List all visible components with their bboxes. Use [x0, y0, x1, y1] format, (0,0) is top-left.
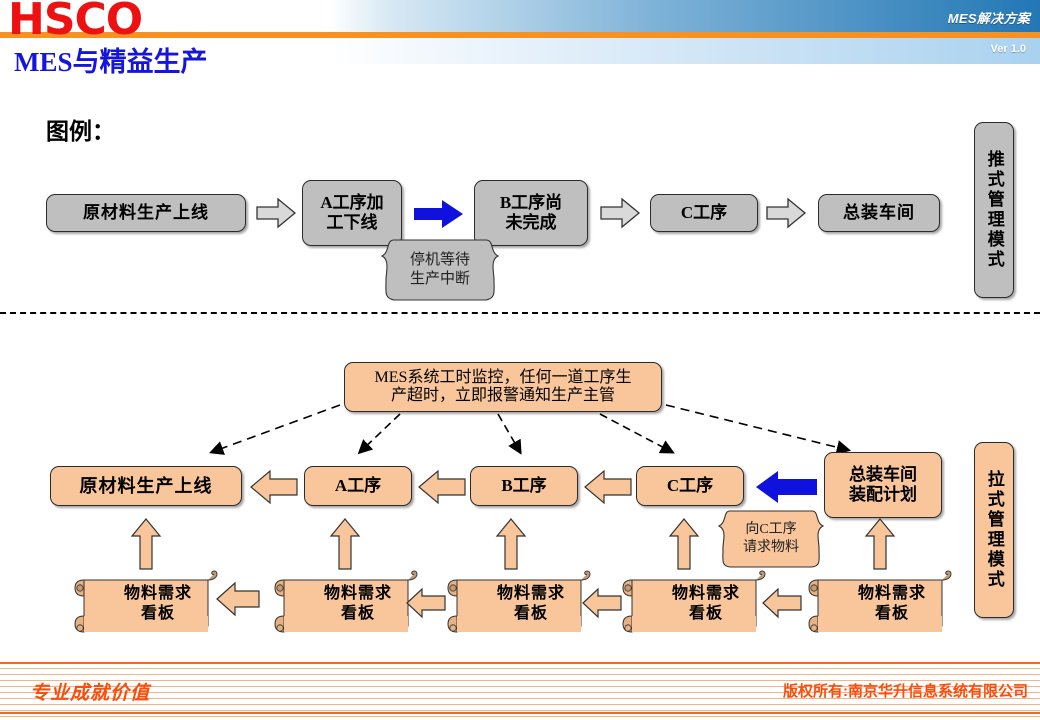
- pull-mes-monitor-note: MES系统工时监控，任何一道工序生 产超时，立即报警通知生产主管: [344, 362, 662, 412]
- pull-up-arrow-3-icon: [495, 518, 527, 570]
- header-solution-label: MES解决方案: [947, 11, 1030, 26]
- pull-mode-side-label-text: 拉式管理模式: [984, 470, 1004, 590]
- pull-box-process-c: C工序: [636, 466, 744, 506]
- pull-arrow-3-icon: [584, 469, 632, 505]
- footer-slogan: 专业成就价值: [30, 683, 151, 704]
- pull-box-process-b: B工序: [470, 466, 578, 506]
- push-box-label: C工序: [680, 203, 728, 223]
- push-box-label: 原材料生产上线: [83, 203, 209, 223]
- push-box-assembly-shop: 总装车间: [818, 194, 940, 232]
- kanban-card-label: 物料需求 看板: [123, 585, 192, 622]
- push-box-label: A工序加 工下线: [320, 193, 384, 232]
- kanban-card-5: 物料需求 看板: [806, 570, 954, 643]
- pull-up-arrow-2-icon: [329, 518, 361, 570]
- kanban-card-label: 物料需求 看板: [323, 585, 392, 622]
- footer-bottom-rule: [0, 712, 1040, 714]
- push-box-label: 总装车间: [843, 203, 915, 223]
- pull-request-note: 向C工序 请求物料: [716, 506, 826, 577]
- push-mode-side-label: 推式管理模式: [974, 122, 1014, 298]
- pull-box-label: 总装车间 装配计划: [849, 465, 917, 504]
- pull-box-label: B工序: [501, 476, 547, 496]
- pull-mode-side-label: 拉式管理模式: [974, 442, 1014, 618]
- kanban-arrow-3-icon: [582, 587, 622, 619]
- push-box-process-a: A工序加 工下线: [302, 180, 402, 246]
- push-mode-side-label-text: 推式管理模式: [984, 150, 1004, 270]
- pull-arrow-2-icon: [418, 469, 466, 505]
- push-box-raw-material: 原材料生产上线: [46, 194, 246, 232]
- pull-box-label: A工序: [334, 476, 382, 496]
- kanban-card-label: 物料需求 看板: [857, 585, 926, 622]
- kanban-card-2: 物料需求 看板: [272, 570, 420, 643]
- kanban-card-4: 物料需求 看板: [620, 570, 768, 643]
- pull-request-note-text: 向C工序 请求物料: [743, 521, 799, 555]
- footer-copyright: 版权所有:南京华升信息系统有限公司: [783, 683, 1028, 700]
- pull-box-label: C工序: [666, 476, 714, 496]
- footer-top-rule: [0, 662, 1040, 664]
- section-divider: [0, 312, 1040, 314]
- pull-up-arrow-1-icon: [130, 518, 162, 570]
- push-arrow-4-icon: [766, 197, 807, 229]
- push-box-label: B工序尚 未完成: [499, 193, 563, 232]
- kanban-arrow-1-icon: [216, 581, 260, 617]
- push-box-process-c: C工序: [650, 194, 758, 232]
- kanban-card-1: 物料需求 看板: [72, 570, 220, 643]
- kanban-card-3: 物料需求 看板: [445, 570, 593, 643]
- footer-bar: 专业成就价值 版权所有:南京华升信息系统有限公司: [0, 662, 1040, 720]
- push-stop-note: 停机等待 生产中断: [378, 234, 502, 311]
- kanban-card-label: 物料需求 看板: [671, 585, 740, 622]
- pull-box-process-a: A工序: [304, 466, 412, 506]
- push-arrow-blue-icon: [414, 200, 464, 228]
- kanban-arrow-2-icon: [406, 587, 446, 619]
- pull-up-arrow-4-icon: [668, 518, 700, 570]
- kanban-arrow-4-icon: [762, 587, 802, 619]
- pull-box-raw-material: 原材料生产上线: [50, 466, 242, 506]
- page-title: MES与精益生产: [14, 47, 208, 77]
- header-blue-gradient: MES解决方案: [330, 0, 1040, 32]
- pull-up-arrow-5-icon: [864, 518, 896, 570]
- pull-arrow-blue-icon: [756, 470, 818, 504]
- pull-box-label: 原材料生产上线: [79, 475, 213, 496]
- company-logo: HSCO: [8, 0, 143, 45]
- legend-label: 图例：: [46, 119, 115, 144]
- push-box-process-b: B工序尚 未完成: [474, 180, 588, 246]
- push-stop-note-text: 停机等待 生产中断: [409, 252, 470, 287]
- pull-arrow-1-icon: [250, 469, 298, 505]
- push-arrow-3-icon: [600, 197, 641, 229]
- push-arrow-1-icon: [256, 197, 297, 229]
- pull-mes-monitor-text: MES系统工时监控，任何一道工序生 产超时，立即报警通知生产主管: [374, 368, 632, 404]
- header-version-label: Ver 1.0: [990, 43, 1026, 55]
- kanban-card-label: 物料需求 看板: [496, 585, 565, 622]
- header-lower-gradient: [330, 38, 1040, 64]
- header-orange-rule: [0, 32, 1040, 38]
- pull-box-assembly-plan: 总装车间 装配计划: [824, 452, 942, 518]
